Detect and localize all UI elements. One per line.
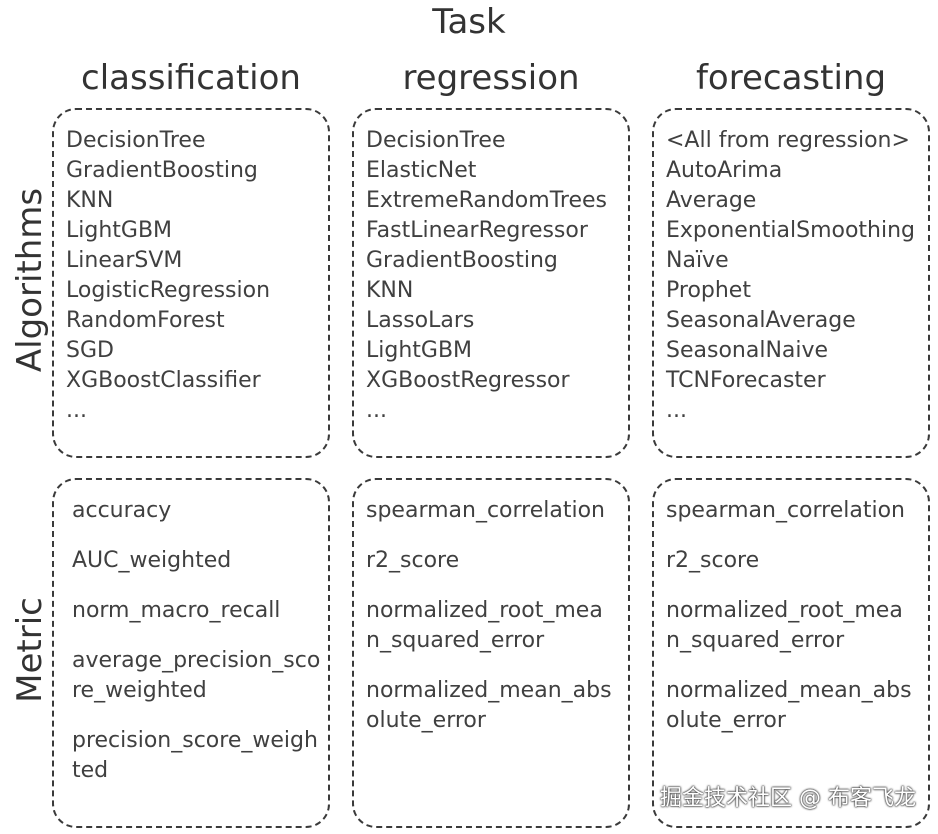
watermark: 掘金技术社区 @ 布客飞龙 <box>660 786 916 811</box>
algorithm-item: ElasticNet <box>366 158 477 183</box>
metrics-forecasting-box: spearman_correlation r2_score normalized_r… <box>652 478 930 828</box>
metric-item: average_precision_score_weighted <box>72 648 321 703</box>
metric-item: r2_score <box>666 548 760 573</box>
column-header-regression: regression <box>402 58 580 98</box>
metric-item: normalized_mean_absolute_error <box>666 678 912 733</box>
metric-item: normalized_root_mean_squared_error <box>366 598 603 653</box>
algorithm-item: KNN <box>66 188 114 213</box>
algorithm-item: XGBoostRegressor <box>366 368 570 393</box>
algorithm-item: SeasonalAverage <box>666 308 856 333</box>
algorithm-item: RandomForest <box>66 308 225 333</box>
column-header-classification: classification <box>81 58 301 98</box>
algorithm-item: LinearSVM <box>66 248 183 273</box>
metric-list: spearman_correlation r2_score normalized_r… <box>366 496 628 736</box>
algorithm-item: ... <box>66 398 87 423</box>
algorithm-item: <All from regression> <box>666 128 910 153</box>
algorithm-item: GradientBoosting <box>66 158 258 183</box>
row-label-metric: Metric <box>10 597 50 703</box>
algorithm-item: FastLinearRegressor <box>366 218 588 243</box>
metric-item: normalized_root_mean_squared_error <box>666 598 903 653</box>
metric-item: spearman_correlation <box>366 498 606 523</box>
algorithm-item: LightGBM <box>366 338 473 363</box>
algorithm-item: SGD <box>66 338 114 363</box>
row-label-algorithms: Algorithms <box>10 187 50 373</box>
task-title: Task <box>432 2 506 42</box>
metric-item: r2_score <box>366 548 460 573</box>
metric-item: norm_macro_recall <box>72 598 281 623</box>
column-header-forecasting: forecasting <box>695 58 887 98</box>
metric-list: spearman_correlation r2_score normalized_r… <box>666 496 928 736</box>
metric-item: normalized_mean_absolute_error <box>366 678 612 733</box>
algorithm-item: GradientBoosting <box>366 248 558 273</box>
metrics-regression-box: spearman_correlation r2_score normalized_r… <box>352 478 630 828</box>
metric-item: AUC_weighted <box>72 548 232 573</box>
algorithm-item: AutoArima <box>666 158 783 183</box>
algorithm-item: Naïve <box>666 248 729 273</box>
metric-item: precision_score_weighted <box>72 728 318 783</box>
algorithm-item: Average <box>666 188 757 213</box>
algorithm-item: ExponentialSmoothing <box>666 218 916 243</box>
algorithm-item: KNN <box>366 278 414 303</box>
algorithm-item: LightGBM <box>66 218 173 243</box>
algorithm-item: LassoLars <box>366 308 475 333</box>
algorithm-item: XGBoostClassifier <box>66 368 261 393</box>
algorithm-item: DecisionTree <box>366 128 506 153</box>
algorithm-item: ... <box>366 398 387 423</box>
metric-item: accuracy <box>72 498 172 523</box>
algorithm-item: TCNForecaster <box>666 368 826 393</box>
algorithm-item: SeasonalNaive <box>666 338 829 363</box>
metric-item: spearman_correlation <box>666 498 906 523</box>
algorithm-item: LogisticRegression <box>66 278 271 303</box>
algorithm-item: ... <box>666 398 687 423</box>
algorithm-item: Prophet <box>666 278 751 303</box>
algorithm-item: ExtremeRandomTrees <box>366 188 607 213</box>
algorithm-item: DecisionTree <box>66 128 206 153</box>
